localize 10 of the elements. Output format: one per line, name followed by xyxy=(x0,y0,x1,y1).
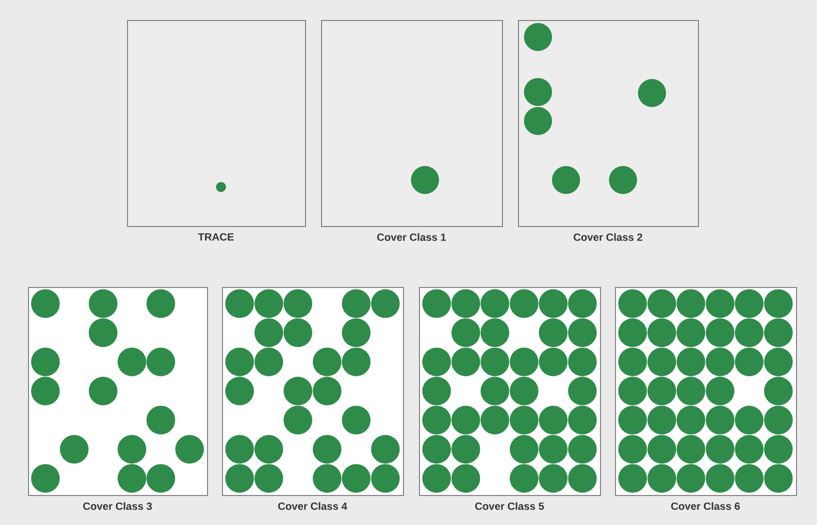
node-label: Cover Class 2 xyxy=(574,233,642,241)
cover-panel: TRACE xyxy=(127,20,306,241)
node-label: Cover Class 6 xyxy=(671,502,740,510)
node-label: Cover Class 4 xyxy=(278,502,348,510)
node-label: TRACE xyxy=(198,233,234,241)
node-label: Cover Class 3 xyxy=(83,502,152,510)
cover-panel: Cover Class 1 xyxy=(321,20,503,241)
cover-panel: Cover Class 2 xyxy=(518,20,699,241)
node-label: Cover Class 5 xyxy=(475,502,544,510)
node-label: Cover Class 1 xyxy=(377,233,446,241)
